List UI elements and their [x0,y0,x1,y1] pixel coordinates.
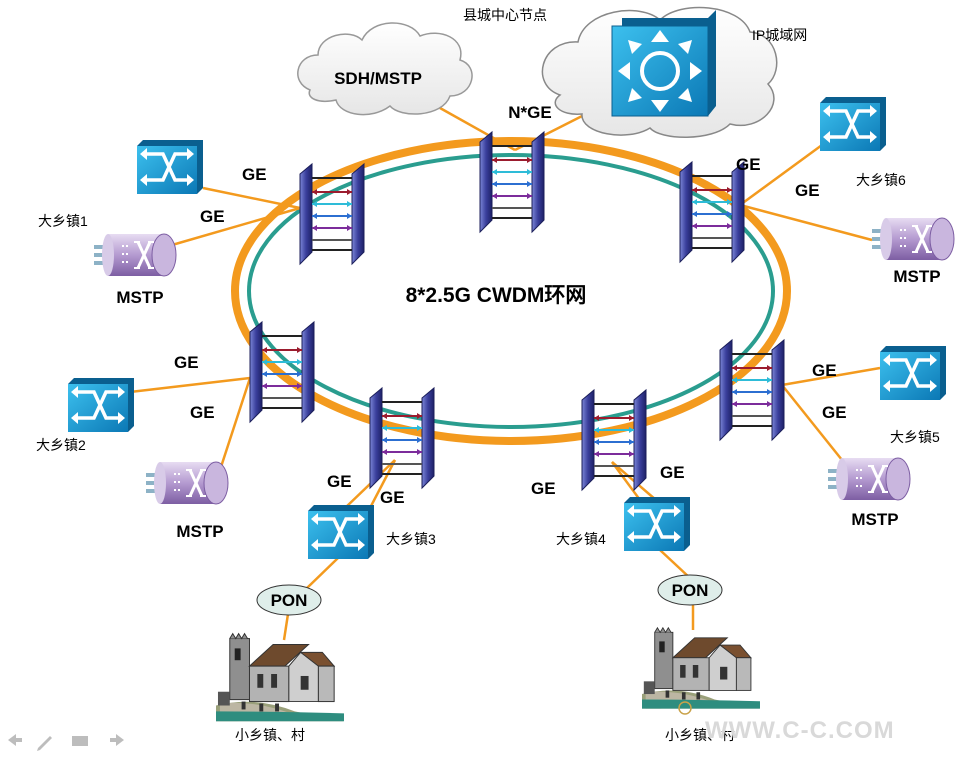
ge-label-8: GE [822,403,847,422]
pon-left: PON [256,584,322,616]
town-label-6: 大乡镇6 [856,172,906,188]
town-label-1: 大乡镇1 [38,213,88,229]
town-label-5: 大乡镇5 [890,429,940,445]
ring-teal-fiber [247,153,775,429]
ip-cloud-label: IP城域网 [752,27,807,43]
switch-icon-town4 [624,497,690,551]
pen-icon[interactable] [37,736,52,751]
switch-icon-town1 [137,140,203,194]
mstp-label-town2: MSTP [176,522,223,541]
ring-orange-fiber [231,137,791,445]
switch-icon-town6 [820,97,886,151]
ge-label-12: GE [660,463,685,482]
mstp-icon-town5 [828,456,912,502]
slideshow-nav-icons[interactable] [8,734,124,751]
ge-label-11: GE [531,479,556,498]
ge-label-7: GE [812,361,837,380]
mstp-label-town6: MSTP [893,267,940,286]
cwdm-node-top-left [299,163,365,265]
village-label-left: 小乡镇、村 [235,727,305,743]
mstp-icon-town2 [146,460,230,506]
switch-icon-town2 [68,378,134,432]
core-node-title: 县城中心节点 [463,7,547,23]
cwdm-node-top-right [679,161,745,263]
prev-slide-icon[interactable] [8,734,22,746]
next-slide-icon[interactable] [110,734,124,746]
mstp-icon-town6 [872,216,956,262]
ip-cloud [541,6,778,138]
layer3-switch-icon [611,10,716,117]
uplink-label: N*GE [508,103,551,122]
ge-label-2: GE [200,207,225,226]
pon-right: PON [657,574,723,606]
town-label-4: 大乡镇4 [556,531,606,547]
switch-icon-town5 [880,346,946,400]
ge-label-9: GE [327,472,352,491]
cwdm-node-top [479,131,545,233]
ge-label-4: GE [795,181,820,200]
mstp-icon-town1 [94,232,178,278]
ge-label-6: GE [190,403,215,422]
ring-label: 8*2.5G CWDM环网 [406,284,587,307]
ge-label-3: GE [736,155,761,174]
sdh-cloud: SDH/MSTP [297,22,473,116]
switch-icon-town3 [308,505,374,559]
ge-label-5: GE [174,353,199,372]
watermark-text: WWW.C-C.COM [705,717,895,744]
cwdm-node-right [719,339,785,441]
menu-icon[interactable] [72,736,88,746]
access-links [129,106,881,641]
pon-label-right: PON [672,581,709,600]
cwdm-node-bottom-left [369,387,435,489]
town-label-3: 大乡镇3 [386,531,436,547]
cwdm-node-bottom-right [581,389,647,491]
ge-label-10: GE [380,488,405,507]
mstp-label-town5: MSTP [851,510,898,529]
town-label-2: 大乡镇2 [36,437,86,453]
church-icon-right [642,627,760,710]
sdh-cloud-label: SDH/MSTP [334,69,422,88]
church-icon-left [216,633,344,722]
pon-label-left: PON [271,591,308,610]
mstp-label-town1: MSTP [116,288,163,307]
watermark: WWW.C-C.COM [678,701,895,744]
ge-label-1: GE [242,165,267,184]
village-label-right: 小乡镇、村 [665,727,735,743]
